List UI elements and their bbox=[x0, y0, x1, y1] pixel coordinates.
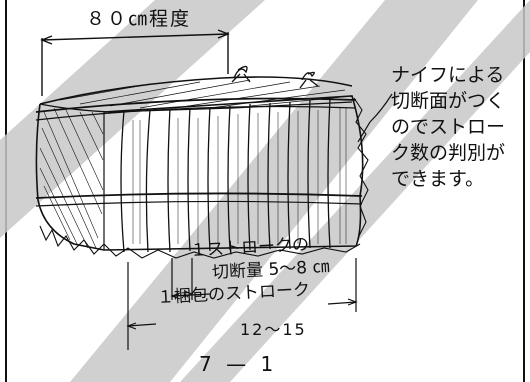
bale-dimension-line bbox=[126, 258, 358, 350]
bale-range: 12～15 bbox=[240, 320, 307, 339]
width-label: ８０㎝程度 bbox=[86, 8, 192, 30]
note-line-2: 切断面がつく bbox=[391, 90, 506, 112]
note-line-5: できます。 bbox=[391, 168, 485, 190]
width-dimension-line bbox=[40, 29, 230, 96]
figure-caption: 7 — 1 bbox=[199, 352, 278, 376]
bale-body bbox=[35, 65, 369, 259]
note-line-1: ナイフによる bbox=[391, 64, 505, 86]
note-line-4: ク数の判別が bbox=[391, 142, 506, 164]
stroke-dimension-line bbox=[170, 258, 211, 300]
note-leader-line bbox=[357, 93, 393, 143]
note-line-3: のでストロー bbox=[391, 116, 506, 138]
